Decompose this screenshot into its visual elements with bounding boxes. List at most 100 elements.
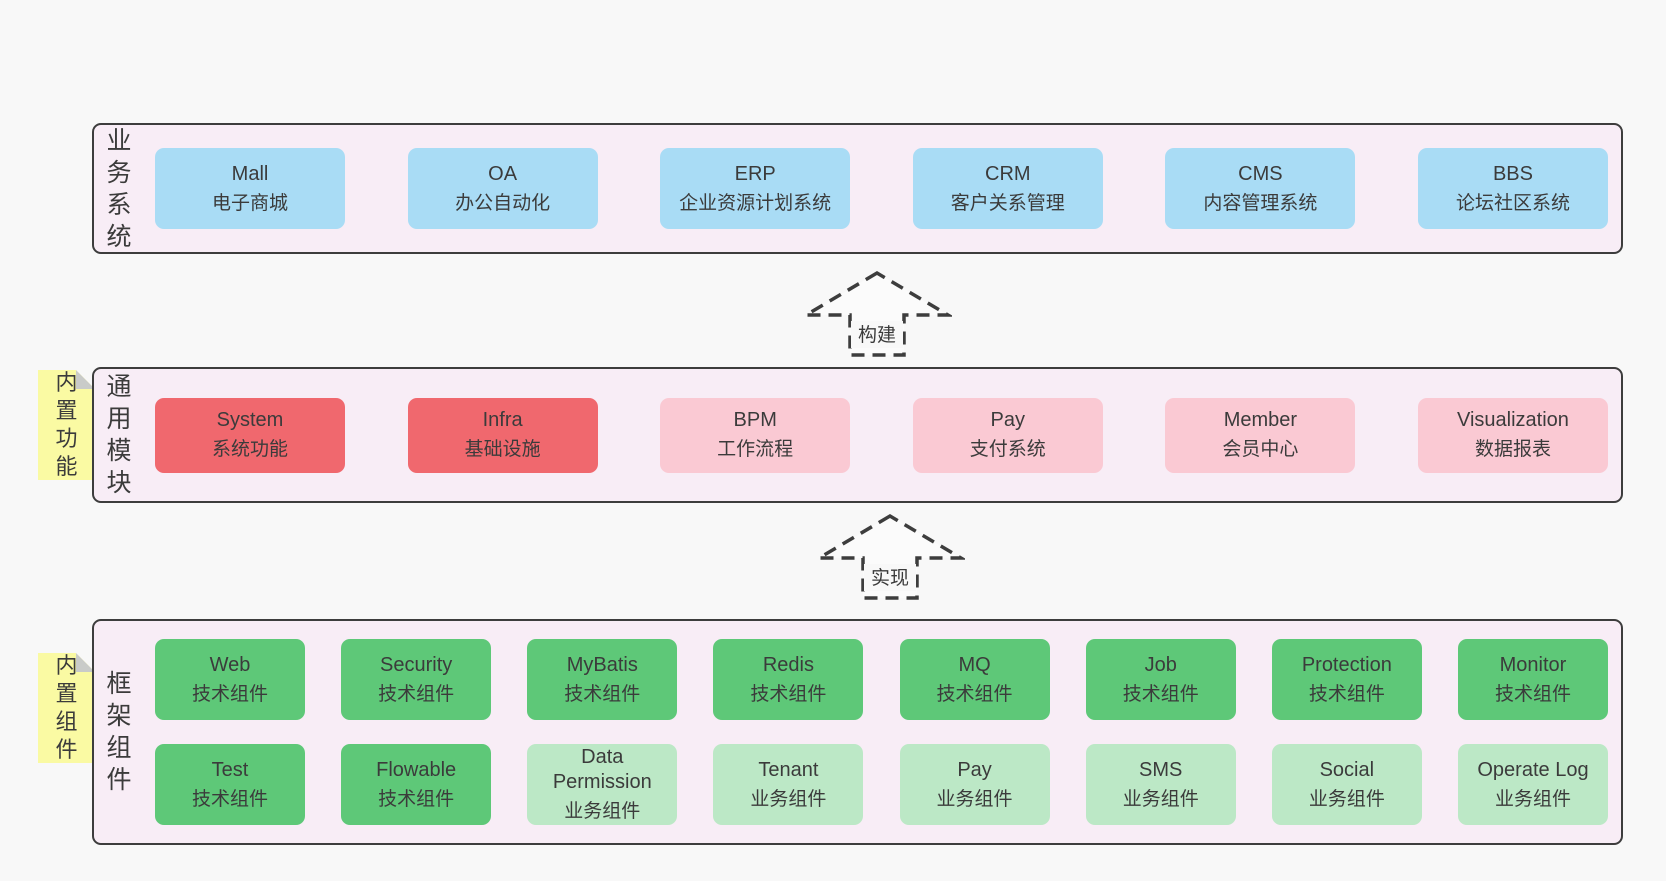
box-sms: SMS 业务组件 <box>1085 744 1236 825</box>
box-subtitle: 业务组件 <box>1122 788 1199 810</box>
box-tenant: Tenant 业务组件 <box>713 744 864 825</box>
box-social: Social 业务组件 <box>1271 744 1422 825</box>
business-box-row: Mall 电子商城 OA 办公自动化 ERP 企业资源计划系统 CRM 客户关系… <box>133 148 1621 229</box>
box-operate-log: Operate Log 业务组件 <box>1457 744 1608 825</box>
box-subtitle: 技术组件 <box>564 683 641 705</box>
box-title: Tenant <box>758 758 819 781</box>
box-title: Visualization <box>1457 409 1569 432</box>
box-mq: MQ 技术组件 <box>899 639 1050 720</box>
sticky-note-label: 内置功能 <box>55 369 78 480</box>
box-title: Social <box>1319 758 1375 781</box>
box-subtitle: 企业资源计划系统 <box>679 192 832 214</box>
box-subtitle: 业务组件 <box>1308 788 1385 810</box>
up-arrow-shape <box>802 270 952 357</box>
box-subtitle: 论坛社区系统 <box>1455 192 1570 214</box>
box-visualization: Visualization 数据报表 <box>1417 397 1608 473</box>
box-mybatis: MyBatis 技术组件 <box>527 639 678 720</box>
box-subtitle: 系统功能 <box>211 439 288 461</box>
components-rows: Web 技术组件 Security 技术组件 MyBatis 技术组件 Redi… <box>133 639 1621 825</box>
box-subtitle: 会员中心 <box>1222 439 1299 461</box>
box-subtitle: 业务组件 <box>1494 788 1571 810</box>
box-title: SMS <box>1139 758 1183 781</box>
layer-label: 框架组件 <box>106 670 132 794</box>
sticky-note-builtin-features: 内置功能 <box>38 370 95 480</box>
box-security: Security 技术组件 <box>341 639 492 720</box>
build-arrow: 构建 <box>802 270 952 357</box>
arrow-label: 实现 <box>871 567 909 589</box>
box-title: Infra <box>482 409 523 432</box>
box-redis: Redis 技术组件 <box>713 639 864 720</box>
box-pay-component: Pay 业务组件 <box>899 744 1050 825</box>
box-title: CRM <box>985 162 1031 185</box>
box-title: System <box>216 409 284 432</box>
box-mall: Mall 电子商城 <box>155 148 345 229</box>
box-member: Member 会员中心 <box>1165 397 1356 473</box>
box-pay-system: Pay 支付系统 <box>912 397 1103 473</box>
box-bpm: BPM 工作流程 <box>660 397 851 473</box>
box-title: Web <box>209 653 251 676</box>
box-subtitle: 业务组件 <box>564 801 641 823</box>
box-title: BPM <box>733 409 777 432</box>
sticky-note-builtin-components: 内置组件 <box>38 653 95 763</box>
box-title: Flowable <box>376 758 457 781</box>
box-subtitle: 技术组件 <box>1122 683 1199 705</box>
box-title: Security <box>380 653 453 676</box>
box-subtitle: 技术组件 <box>378 683 455 705</box>
box-title: BBS <box>1492 162 1533 185</box>
box-system: System 系统功能 <box>155 397 345 473</box>
box-subtitle: 技术组件 <box>750 683 827 705</box>
box-title: MyBatis <box>566 653 638 676</box>
box-cms: CMS 内容管理系统 <box>1165 148 1356 229</box>
box-subtitle: 数据报表 <box>1474 439 1551 461</box>
box-title: Protection <box>1301 653 1392 676</box>
box-oa: OA 办公自动化 <box>407 148 598 229</box>
box-subtitle: 业务组件 <box>750 788 827 810</box>
box-subtitle: 技术组件 <box>936 683 1013 705</box>
box-title: CMS <box>1238 162 1283 185</box>
box-bbs: BBS 论坛社区系统 <box>1417 148 1608 229</box>
implement-arrow: 实现 <box>815 513 965 600</box>
box-subtitle: 客户关系管理 <box>950 192 1065 214</box>
box-subtitle: 电子商城 <box>211 192 288 214</box>
box-title: ERP <box>734 162 776 185</box>
sticky-note-label: 内置组件 <box>55 652 78 763</box>
arrow-label-background <box>851 321 903 348</box>
layer-label: 通用模块 <box>106 373 132 497</box>
box-subtitle: 办公自动化 <box>455 192 551 214</box>
box-data-permission: Data Permission 业务组件 <box>527 744 678 825</box>
modules-box-row: System 系统功能 Infra 基础设施 BPM 工作流程 Pay 支付系统… <box>133 397 1621 473</box>
box-test: Test 技术组件 <box>155 744 305 825</box>
box-flowable: Flowable 技术组件 <box>341 744 492 825</box>
box-protection: Protection 技术组件 <box>1271 639 1422 720</box>
box-web: Web 技术组件 <box>155 639 305 720</box>
box-subtitle: 工作流程 <box>717 439 794 461</box>
box-title: Mall <box>231 162 269 185</box>
layer-framework-components: 框架组件 Web 技术组件 Security 技术组件 MyBatis 技术组件… <box>92 619 1623 845</box>
box-subtitle: 内容管理系统 <box>1203 192 1318 214</box>
box-title: Operate Log <box>1477 758 1589 781</box>
box-title: Data Permission <box>552 746 652 794</box>
box-subtitle: 业务组件 <box>936 788 1013 810</box>
box-title: Redis <box>762 653 814 676</box>
box-subtitle: 支付系统 <box>969 439 1046 461</box>
box-infra: Infra 基础设施 <box>407 397 598 473</box>
layer-common-modules: 通用模块 System 系统功能 Infra 基础设施 BPM 工作流程 Pay… <box>92 367 1623 503</box>
layer-business-systems: 业务系统 Mall 电子商城 OA 办公自动化 ERP 企业资源计划系统 CRM… <box>92 123 1623 254</box>
box-monitor: Monitor 技术组件 <box>1457 639 1608 720</box>
box-title: Monitor <box>1499 653 1567 676</box>
box-title: Test <box>211 758 249 781</box>
box-subtitle: 基础设施 <box>464 439 541 461</box>
box-subtitle: 技术组件 <box>1494 683 1571 705</box>
box-title: Job <box>1144 653 1177 676</box>
box-erp: ERP 企业资源计划系统 <box>660 148 851 229</box>
components-row-2: Test 技术组件 Flowable 技术组件 Data Permission … <box>155 744 1608 825</box>
arrow-label: 构建 <box>858 324 896 346</box>
arrow-label-background <box>864 564 916 591</box>
box-title: OA <box>488 162 518 185</box>
box-job: Job 技术组件 <box>1085 639 1236 720</box>
box-title: MQ <box>958 653 991 676</box>
box-title: Pay <box>957 758 992 781</box>
box-subtitle: 技术组件 <box>378 788 455 810</box>
components-row-1: Web 技术组件 Security 技术组件 MyBatis 技术组件 Redi… <box>155 639 1608 720</box>
